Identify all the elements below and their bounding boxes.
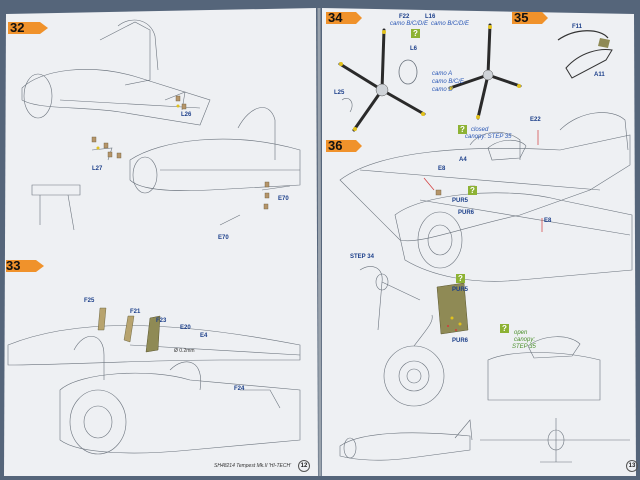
profile-views	[339, 418, 630, 463]
part-label-e4: E4	[200, 333, 208, 339]
question-marker: ?	[458, 125, 467, 134]
camo-note: camo D	[432, 87, 453, 93]
part-label-step34: STEP 34	[350, 254, 374, 260]
step32-drawing	[21, 19, 301, 231]
part-label-l25: L25	[334, 90, 345, 96]
wheel-detail	[383, 314, 445, 407]
footer-title: SH48214 Tempest Mk.II 'HI-TECH'	[214, 463, 292, 469]
camo-note: camo B/C/D/E	[390, 21, 429, 27]
question-marker: ?	[468, 186, 477, 195]
question-marker: ?	[411, 29, 420, 38]
part-label-pur5: PUR5	[452, 198, 469, 204]
part-label-f24: F24	[234, 386, 245, 392]
open-canopy-note: STEP 35	[512, 344, 536, 350]
step-number: 36	[328, 138, 343, 153]
open-canopy-note: open	[514, 330, 528, 336]
part-label-e20: E20	[180, 325, 191, 331]
step-36-tab: 36	[324, 139, 362, 153]
part-label-f22: F22	[399, 14, 410, 20]
part-label-l16: L16	[425, 14, 436, 20]
closed-canopy-note: closed	[471, 127, 489, 133]
camo-note: camo B/C/E	[432, 79, 465, 85]
camo-note: camo A	[432, 71, 453, 77]
step-number: 32	[10, 20, 25, 35]
part-label-a11: A11	[594, 72, 605, 78]
step34-propeller	[338, 23, 522, 132]
step-34-tab: 34	[324, 11, 362, 25]
part-label-e70: E70	[218, 235, 229, 241]
step-number: 34	[328, 10, 343, 25]
part-label-pur5: PUR5	[452, 287, 469, 293]
step-33-tab: 33	[2, 259, 40, 273]
part-label-pur6: PUR6	[458, 210, 475, 216]
part-label-a4: A4	[459, 157, 467, 163]
part-label-l27: L27	[92, 166, 103, 172]
drill-dimension: Ø 0.2mm	[174, 348, 195, 354]
part-label-l6: L6	[410, 46, 418, 52]
part-label-f11: F11	[572, 24, 583, 30]
left-page	[4, 8, 318, 476]
step-number: 35	[514, 10, 529, 25]
part-label-e22: E22	[530, 117, 541, 123]
part-label-e8: E8	[544, 218, 552, 224]
closed-canopy-note: canopy: STEP 35	[465, 134, 512, 140]
step36-aircraft	[339, 112, 633, 401]
question-marker: ?	[456, 274, 465, 283]
page-number-right: 13	[626, 460, 638, 472]
step33-drawing	[7, 325, 301, 455]
part-label-e70: E70	[278, 196, 289, 202]
step-35-tab: 35	[510, 11, 548, 25]
part-label-pur6: PUR6	[452, 338, 469, 344]
part-label-l26: L26	[181, 112, 192, 118]
open-canopy-note: canopy:	[514, 337, 536, 343]
step35-canopy	[557, 30, 613, 79]
question-marker: ?	[500, 324, 509, 333]
part-label-f23: F23	[156, 318, 167, 324]
right-page	[322, 8, 636, 476]
part-label-e8: E8	[438, 166, 446, 172]
step-32-tab: 32	[6, 21, 44, 35]
part-label-f25: F25	[84, 298, 95, 304]
page-number-left: 12	[298, 460, 310, 472]
camo-note: camo B/C/D/E	[431, 21, 470, 27]
step-number: 33	[6, 258, 21, 273]
part-label-f21: F21	[130, 309, 141, 315]
